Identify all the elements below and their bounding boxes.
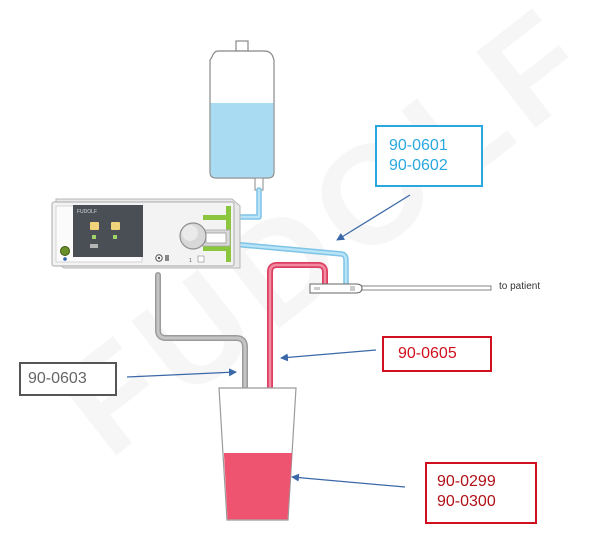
saline-tubing	[229, 187, 349, 288]
display-button-1	[90, 222, 99, 230]
label-saline-line-1: 90-0601	[389, 137, 448, 154]
label-saline-line-2: 90-0602	[389, 157, 448, 174]
label-collect-line-1: 90-0299	[437, 473, 496, 490]
label-drain-tubing: 90-0603	[19, 362, 117, 396]
label-saline-tubing: 90-0601 90-0602	[375, 125, 483, 187]
label-return-text: 90-0605	[398, 345, 457, 362]
irrigation-pump: FUDOLF 1	[51, 198, 241, 269]
patient-label: to patient	[499, 281, 541, 292]
patient-handpiece	[309, 283, 492, 294]
svg-text:1: 1	[189, 258, 192, 264]
power-button	[60, 246, 70, 256]
arrow-return	[280, 349, 377, 362]
pointer-arrows	[126, 194, 411, 488]
arrow-saline	[336, 194, 411, 241]
collected-fluid	[223, 453, 292, 520]
arrow-collect	[291, 473, 406, 488]
label-return-tubing: 90-0605	[382, 336, 492, 372]
display-button-2	[111, 222, 120, 230]
return-tubing	[267, 262, 328, 391]
label-collect-line-2: 90-0300	[437, 493, 496, 510]
arrow-drain	[126, 368, 237, 378]
device-brand: FUDOLF	[77, 209, 97, 215]
drain-tubing	[155, 272, 248, 391]
saline-fluid	[210, 103, 274, 178]
label-collection-container: 90-0299 90-0300	[425, 462, 537, 524]
saline-bag	[209, 40, 275, 191]
collection-cup	[218, 387, 297, 521]
label-drain-text: 90-0603	[28, 370, 87, 387]
